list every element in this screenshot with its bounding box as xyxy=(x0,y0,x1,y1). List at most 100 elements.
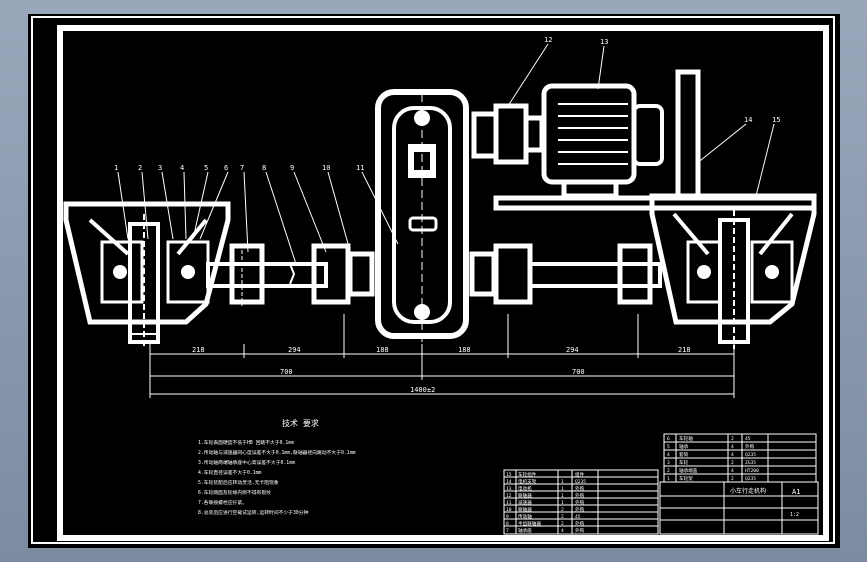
parts_table-cell-mat: 外购 xyxy=(575,527,585,534)
callout-12: 12 xyxy=(544,36,552,44)
outer-border xyxy=(31,16,835,544)
upper_table-cell-qty: 2 xyxy=(731,476,734,482)
parts_table-cell-no: 11 xyxy=(506,500,512,506)
parts_table-cell-qty: 1 xyxy=(561,486,564,492)
upper_table-cell-name: 车轮架 xyxy=(679,475,693,482)
title-block-scale: 1:2 xyxy=(790,512,799,518)
upper_table-cell-name: 车轮 xyxy=(679,459,689,466)
parts_table-cell-no: 13 xyxy=(506,486,512,492)
note-4: 4.车轮直径误差不大于0.1mm xyxy=(198,469,262,476)
parts_table-cell-mat: 45 xyxy=(575,514,581,520)
upper_table-cell-no: 2 xyxy=(667,468,670,474)
callout-14: 14 xyxy=(744,116,752,124)
parts_table-cell-name: 车轮组件 xyxy=(518,471,537,478)
callout-10: 10 xyxy=(322,164,330,172)
upper_table-cell-no: 4 xyxy=(667,452,670,458)
parts_table-cell-no: 8 xyxy=(506,521,509,527)
dim-188-left: 188 xyxy=(376,346,389,354)
callout-11: 11 xyxy=(356,164,364,172)
dim-total: 1400±2 xyxy=(410,386,435,394)
parts_table-cell-name: 联轴器 xyxy=(518,506,532,513)
upper_table-cell-no: 3 xyxy=(667,460,670,466)
parts_table-cell-mat: 外购 xyxy=(575,520,585,527)
parts_table-cell-name: 电机支架 xyxy=(518,478,537,485)
right-wheel-assembly xyxy=(649,193,817,349)
parts_table-cell-name: 传动轴 xyxy=(518,513,532,520)
upper_table-cell-qty: 2 xyxy=(731,460,734,466)
callout-labels: 1 2 3 4 5 6 7 8 9 10 11 12 13 14 15 xyxy=(114,36,780,172)
upper_table-cell-qty: 4 xyxy=(731,468,734,474)
dim-700-right: 700 xyxy=(572,368,585,376)
parts_table-cell-name: 半齿联轴器 xyxy=(518,520,541,527)
upper_table-cell-qty: 2 xyxy=(731,436,734,442)
upper_table-cell-no: 6 xyxy=(667,436,670,442)
upper_table-cell-mat: Q235 xyxy=(745,452,756,458)
note-1: 1.车轮表面硬度不低于HB 回跳不大于0.1mm xyxy=(198,439,294,446)
title-block xyxy=(659,481,819,535)
parts_table-cell-mat: 外购 xyxy=(575,506,585,513)
parts_table-cell-name: 轴承座 xyxy=(518,527,532,534)
upper_table-cell-qty: 4 xyxy=(731,452,734,458)
drawing-sheet: 1 2 3 4 5 6 7 8 9 10 11 12 13 14 15 218 … xyxy=(28,14,840,548)
left-drive-shaft xyxy=(206,243,375,306)
note-3: 3.传动轴两端轴承座中心高误差不大于0.1mm xyxy=(198,459,295,466)
parts_table-cell-no: 9 xyxy=(506,514,509,520)
title-block-size: A1 xyxy=(792,488,800,496)
callout-9: 9 xyxy=(290,164,294,172)
note-6: 6.车轮踏面及轮缘内侧不得有裂纹 xyxy=(198,489,271,496)
parts_table-cell-no: 10 xyxy=(506,507,512,513)
parts_table-cell-mat: 外购 xyxy=(575,492,585,499)
dim-700-left: 700 xyxy=(280,368,293,376)
upper_table-cell-qty: 4 xyxy=(731,444,734,450)
parts_table-cell-qty: 2 xyxy=(561,514,564,520)
left-wheel-assembly xyxy=(63,201,231,349)
note-5: 5.车轮装配后应转动灵活,无卡阻现象 xyxy=(198,479,279,486)
dim-294-left: 294 xyxy=(288,346,301,354)
dim-218-right: 218 xyxy=(678,346,691,354)
upper_table-cell-name: 轴承端盖 xyxy=(679,467,698,474)
callout-15: 15 xyxy=(772,116,780,124)
parts_table-cell-qty: 1 xyxy=(561,479,564,485)
dimension-values: 218 294 188 188 294 218 700 700 1400±2 xyxy=(192,346,691,394)
parts_table-cell-mat: 外购 xyxy=(575,485,585,492)
callout-5: 5 xyxy=(204,164,208,172)
callout-7: 7 xyxy=(240,164,244,172)
callout-8: 8 xyxy=(262,164,266,172)
parts_table-cell-mat: Q235 xyxy=(575,479,586,485)
cad-drawing: 1 2 3 4 5 6 7 8 9 10 11 12 13 14 15 218 … xyxy=(31,16,835,544)
parts_table-cell-no: 12 xyxy=(506,493,512,499)
gearbox-reducer xyxy=(375,89,469,344)
title-block-name: 小车行走机构 xyxy=(730,487,766,495)
upper_table-cell-mat: ZG35 xyxy=(745,460,756,466)
parts_table-cell-no: 7 xyxy=(506,528,509,534)
parts_table-cell-qty: 1 xyxy=(561,493,564,499)
upper_table-cell-mat: Q235 xyxy=(745,476,756,482)
parts_table-cell-no: 14 xyxy=(506,479,512,485)
inner-border xyxy=(57,25,829,541)
dim-218-left: 218 xyxy=(192,346,205,354)
callout-1: 1 xyxy=(114,164,118,172)
callout-2: 2 xyxy=(138,164,142,172)
parts_table-cell-name: 联轴器 xyxy=(518,492,532,499)
motor-assembly xyxy=(471,69,817,211)
right-drive-shaft xyxy=(469,243,662,305)
upper_table-cell-name: 车轮轴 xyxy=(679,435,693,442)
callout-13: 13 xyxy=(600,38,608,46)
dimension-lines xyxy=(149,314,735,398)
note-2: 2.传动轴与减速器同心度误差不大于0.1mm,联轴器径向跳动不大于0.1mm xyxy=(198,449,356,456)
parts_table-cell-mat: 外购 xyxy=(575,499,585,506)
technical-requirements: 技术 要求 1.车轮表面硬度不低于HB 回跳不大于0.1mm 2.传动轴与减速器… xyxy=(198,418,356,516)
note-8: 8.总装后应进行空载试运转,运转时间不少于30分钟 xyxy=(198,509,309,516)
parts_table-cell-mat: 组件 xyxy=(575,471,585,478)
upper_table-cell-name: 轴承 xyxy=(679,443,689,450)
note-7: 7.各联接螺栓应拧紧。 xyxy=(198,499,247,506)
parts_table-cell-qty: 1 xyxy=(561,500,564,506)
upper_table-cell-mat: HT200 xyxy=(745,468,759,474)
upper_table-cell-mat: 外购 xyxy=(745,443,755,450)
upper_table-cell-no: 5 xyxy=(667,444,670,450)
upper_table-cell-mat: 45 xyxy=(745,436,751,442)
dim-294-right: 294 xyxy=(566,346,579,354)
upper_table-cell-no: 1 xyxy=(667,476,670,482)
notes-title: 技术 要求 xyxy=(282,418,319,428)
